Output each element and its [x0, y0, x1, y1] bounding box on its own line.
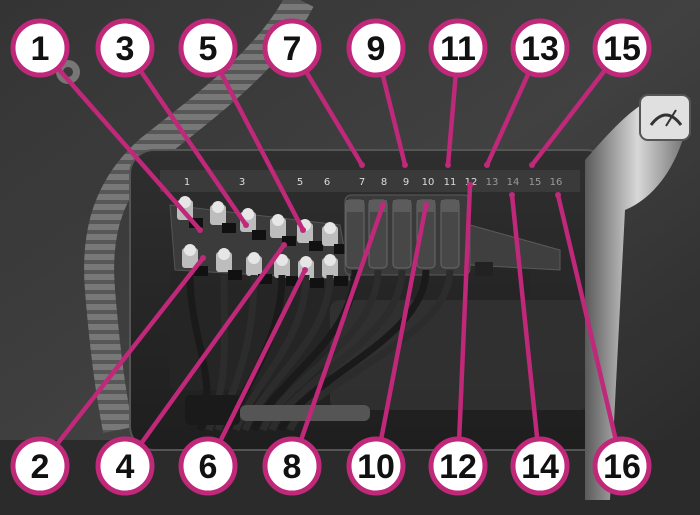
callout-circle-10	[346, 436, 406, 496]
leader-line-2	[54, 255, 206, 447]
slot-label-10: 10	[422, 177, 435, 188]
leader-line-12	[456, 182, 473, 442]
slot-label-5: 5	[297, 177, 303, 188]
callout-label-13: 13	[521, 30, 559, 68]
callout-circle-12	[428, 436, 488, 496]
slot-label-1: 1	[184, 177, 190, 188]
stud-terminals	[169, 196, 351, 288]
callout-label-1: 1	[31, 30, 50, 68]
callout-circle-15	[592, 18, 652, 78]
slot-label-8: 8	[381, 177, 387, 188]
callout-label-2: 2	[31, 448, 50, 486]
leader-line-7	[303, 68, 365, 168]
callout-circle-14	[510, 436, 570, 496]
leader-lines	[54, 66, 619, 447]
leader-line-9	[380, 71, 408, 168]
leader-line-13	[484, 70, 532, 168]
door-pillar	[585, 95, 690, 500]
cable-conduit	[84, 0, 314, 433]
leader-line-10	[378, 202, 429, 442]
callout-label-16: 16	[603, 448, 641, 486]
callout-circle-6	[178, 436, 238, 496]
leader-line-3	[137, 68, 249, 228]
callout-circle-9	[346, 18, 406, 78]
callout-label-12: 12	[439, 448, 477, 486]
callout-circle-4	[95, 436, 155, 496]
callout-label-6: 6	[199, 448, 218, 486]
callout-label-10: 10	[357, 448, 395, 486]
slot-label-14: 14	[507, 177, 520, 188]
callout-label-15: 15	[603, 30, 641, 68]
callout-circle-16	[592, 436, 652, 496]
slot-label-15: 15	[529, 177, 542, 188]
slot-label-3: 3	[239, 177, 245, 188]
leader-line-14	[509, 192, 540, 442]
slot-label-13: 13	[486, 177, 499, 188]
slot-label-11: 11	[444, 177, 457, 188]
callout-circle-1	[10, 18, 70, 78]
callout-circle-11	[428, 18, 488, 78]
callout-label-11: 11	[440, 30, 476, 68]
callout-label-4: 4	[116, 448, 135, 486]
callout-circle-7	[262, 18, 322, 78]
slot-label-16: 16	[550, 177, 563, 188]
blade-fuses	[344, 194, 561, 276]
leader-line-5	[218, 69, 306, 233]
callout-label-9: 9	[367, 30, 386, 68]
slot-label-6: 6	[324, 177, 330, 188]
callout-label-3: 3	[116, 30, 135, 68]
leader-line-15	[529, 67, 608, 168]
leader-line-4	[138, 242, 287, 447]
slot-label-9: 9	[403, 177, 409, 188]
slot-number-strip	[160, 170, 580, 192]
callout-label-14: 14	[521, 448, 559, 486]
callout-circle-5	[178, 18, 238, 78]
wiper-symbol-panel	[639, 94, 691, 141]
callout-circle-2	[10, 436, 70, 496]
leader-line-16	[555, 192, 619, 442]
callout-circle-13	[510, 18, 570, 78]
callout-label-5: 5	[199, 30, 218, 68]
leader-line-1	[55, 66, 203, 233]
callout-label-7: 7	[283, 30, 302, 68]
callout-label-8: 8	[283, 448, 302, 486]
slot-label-7: 7	[359, 177, 365, 188]
leader-line-11	[445, 72, 458, 168]
wiper-icon	[649, 113, 683, 126]
callout-circle-8	[262, 436, 322, 496]
leader-line-6	[217, 267, 308, 445]
leader-line-8	[298, 202, 386, 443]
callout-circle-3	[95, 18, 155, 78]
